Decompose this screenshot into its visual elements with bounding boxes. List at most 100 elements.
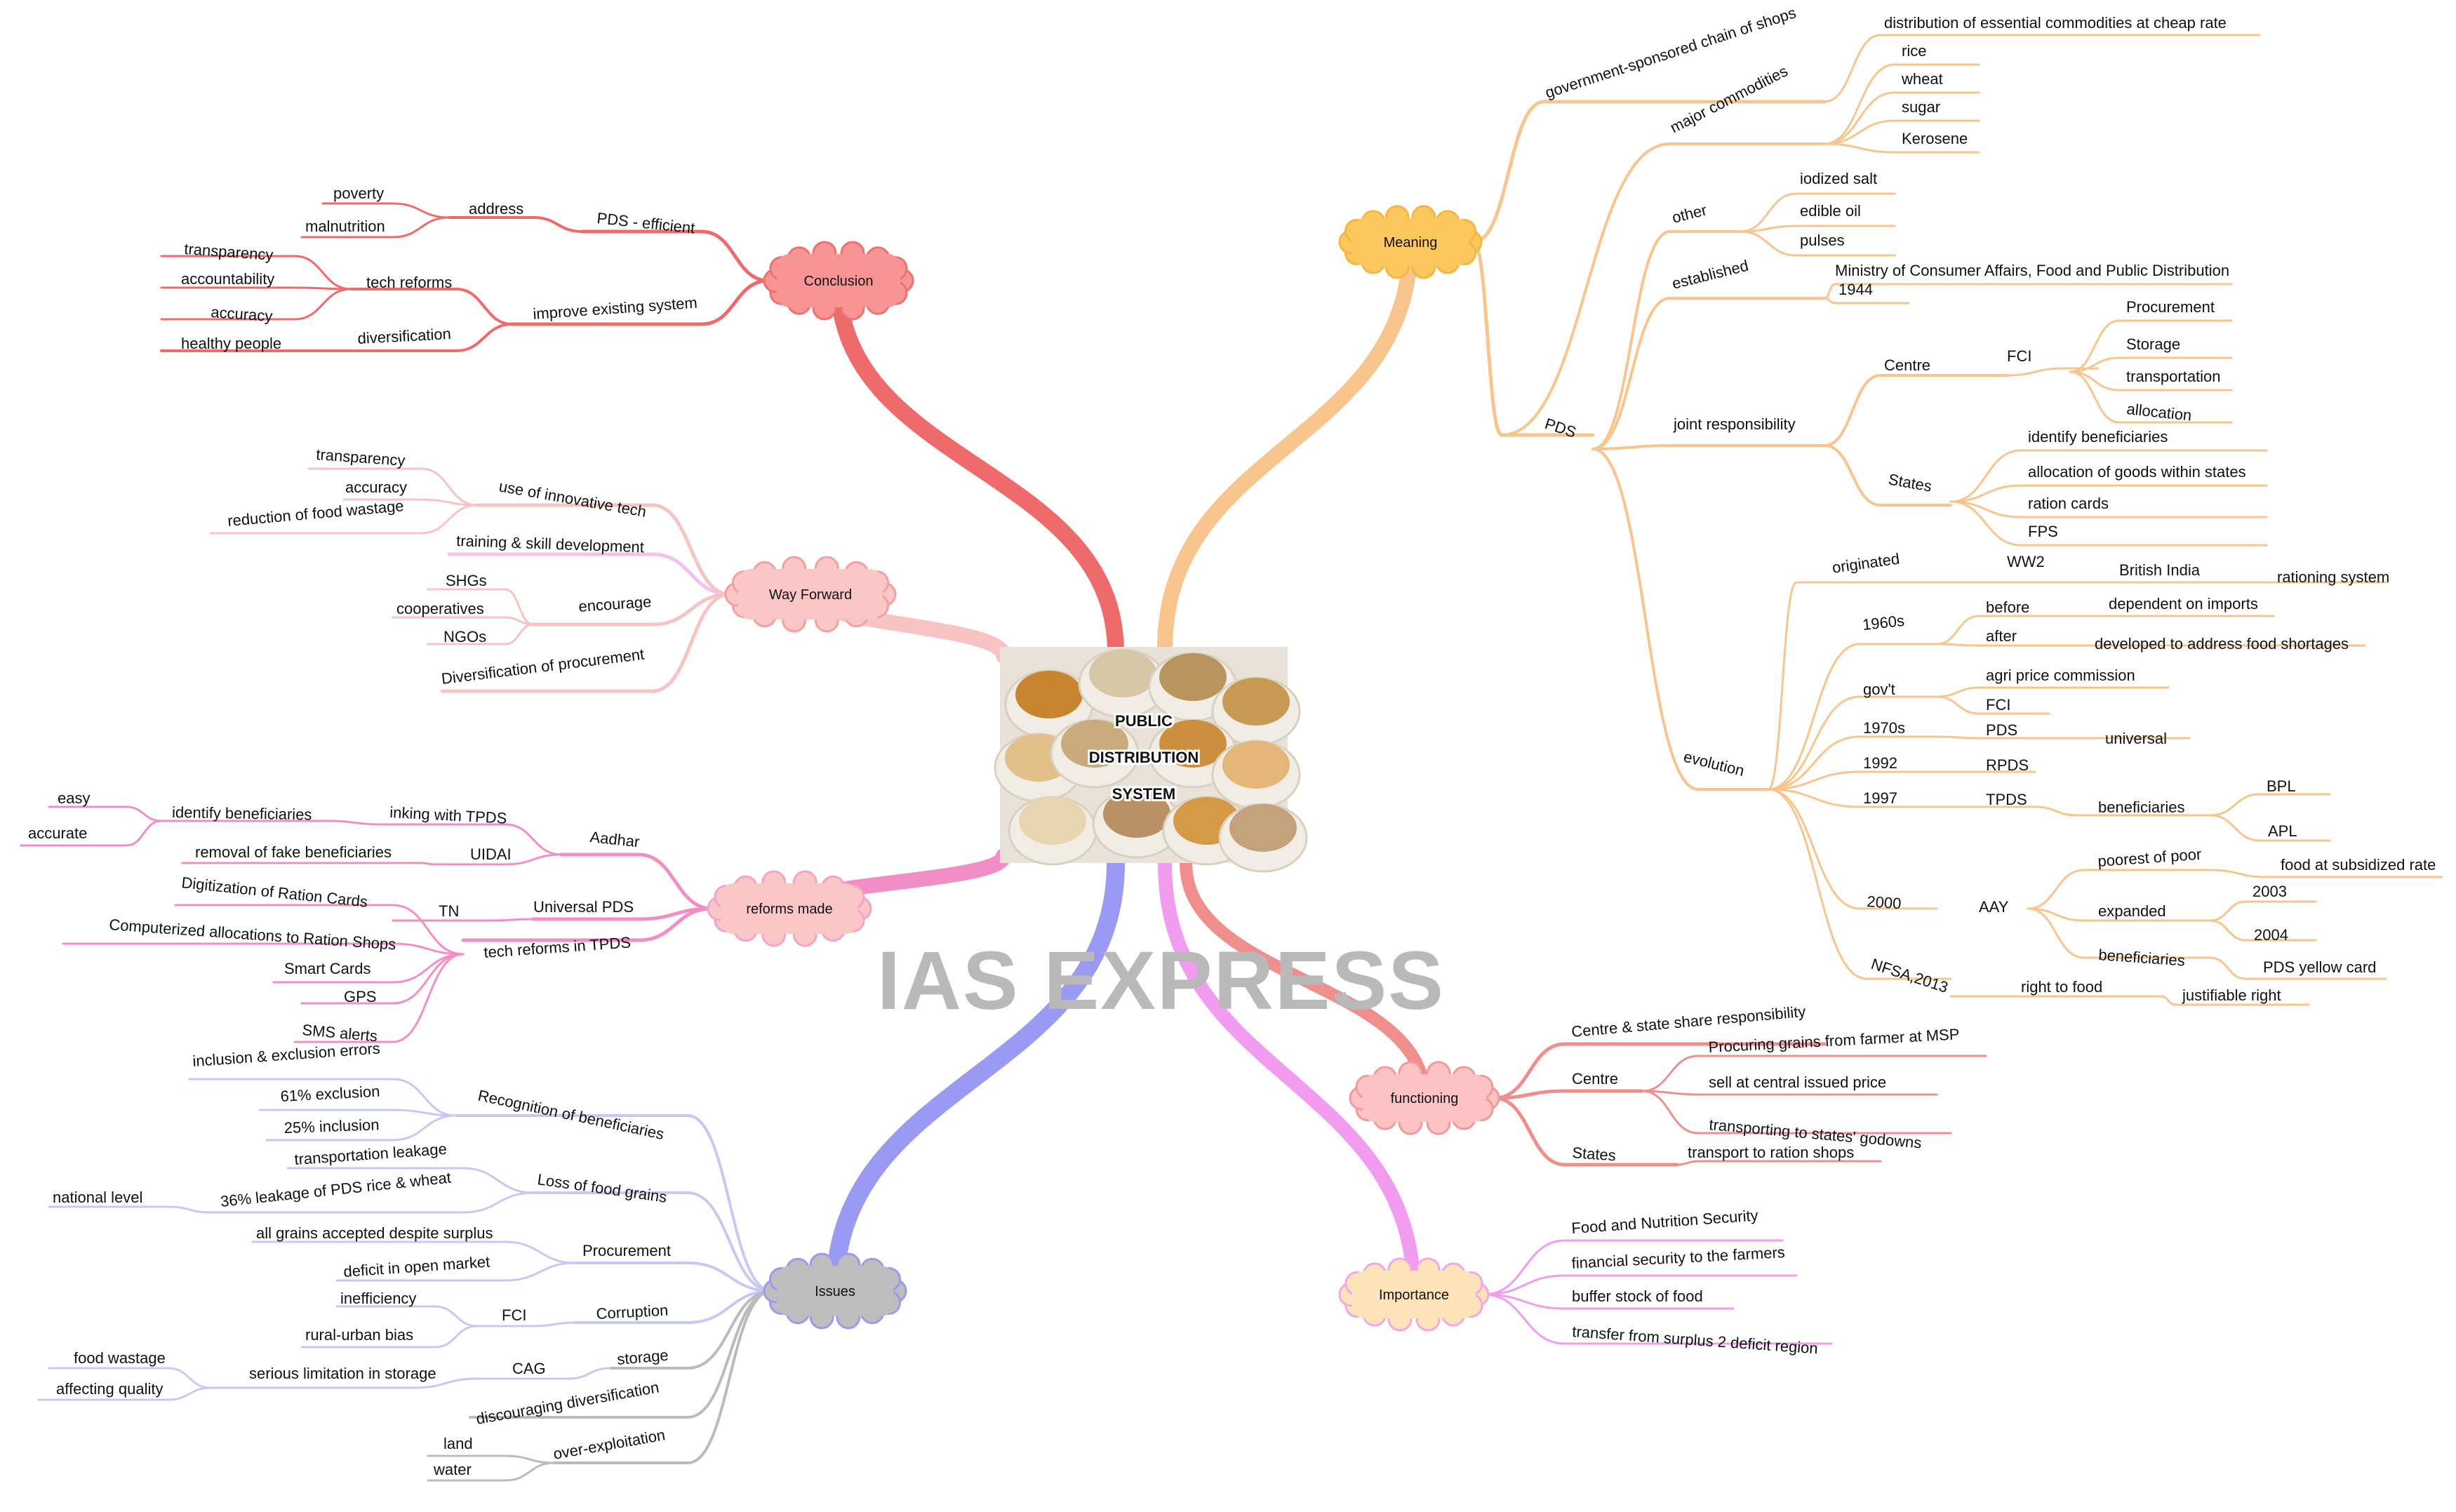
- node-label-gps: GPS: [344, 988, 376, 1005]
- connector-line: [559, 852, 714, 911]
- node-label-poorest-of-poor: poorest of poor: [2097, 845, 2202, 870]
- branch-trunk-importance: [1158, 856, 1421, 1302]
- connector-line: [580, 229, 770, 283]
- node-label-pds-yellow-card: PDS yellow card: [2263, 958, 2376, 976]
- hub-reforms-made[interactable]: reforms made: [707, 870, 872, 947]
- node-label-expanded: expanded: [2098, 902, 2166, 920]
- node-label-deficit-in-open-market: deficit in open market: [343, 1252, 490, 1280]
- node-label-allocation: allocation: [2125, 400, 2192, 424]
- node-label-water: water: [433, 1461, 472, 1478]
- connector-line: [1500, 142, 1826, 436]
- node-label-tech-reforms: tech reforms: [366, 274, 452, 291]
- connector-line: [434, 853, 563, 866]
- hub-functioning[interactable]: functioning: [1349, 1061, 1500, 1135]
- node-label-storage: Storage: [2126, 335, 2180, 353]
- connector-line: [209, 1191, 535, 1214]
- connector-line: [300, 216, 451, 239]
- node-label-smart-cards: Smart Cards: [284, 960, 371, 977]
- connector-line: [1767, 788, 2036, 808]
- node-label-malnutrition: malnutrition: [305, 218, 385, 235]
- node-label-states: States: [1887, 470, 1933, 495]
- node-label-1992: 1992: [1863, 754, 1897, 772]
- node-label-all-grains-accepted-despite-surplus: all grains accepted despite surplus: [256, 1224, 493, 1242]
- node-label-cag: CAG: [512, 1360, 546, 1377]
- node-label-address: address: [469, 200, 523, 218]
- connector-line: [2027, 907, 2212, 922]
- node-label-accuracy: accuracy: [211, 303, 274, 325]
- connector-line: [251, 1240, 577, 1264]
- node-label-transfer-from-surplus-2-deficit-region: transfer from surplus 2 deficit region: [1572, 1323, 1819, 1357]
- node-label-2000: 2000: [1867, 892, 1902, 912]
- node-label-fps: FPS: [2028, 523, 2058, 540]
- node-label-removal-of-fake-beneficiaries: removal of fake beneficiaries: [195, 843, 392, 861]
- connector-line: [1823, 119, 1980, 145]
- connector-line: [2034, 805, 2212, 817]
- connector-line: [188, 1078, 458, 1117]
- node-label-diversification: diversification: [357, 325, 451, 347]
- node-label-over-exploitation: over-exploitation: [552, 1426, 667, 1463]
- connector-line: [300, 953, 465, 1005]
- node-label-edible-oil: edible oil: [1800, 202, 1861, 220]
- connector-line: [160, 255, 352, 290]
- connector-line: [48, 1205, 212, 1214]
- connector-line: [286, 1167, 535, 1194]
- hub-conclusion[interactable]: Conclusion: [763, 241, 914, 321]
- hub-meaning[interactable]: Meaning: [1338, 205, 1483, 279]
- node-label-shgs: SHGs: [446, 572, 487, 589]
- hub-way-forward[interactable]: Way Forward: [724, 556, 897, 633]
- hub-issues[interactable]: Issues: [763, 1252, 907, 1330]
- node-label-healthy-people: healthy people: [181, 335, 281, 352]
- node-label-procurement: Procurement: [582, 1242, 671, 1259]
- connector-line: [160, 819, 380, 826]
- connector-line: [1935, 643, 2366, 647]
- connector-line: [335, 1305, 479, 1327]
- node-label-ww2: WW2: [2007, 553, 2045, 570]
- node-label-improve-existing-system: improve existing system: [533, 294, 698, 323]
- connector-line: [1949, 500, 2268, 519]
- grain-sack-icon: [1015, 671, 1083, 718]
- node-label-evolution: evolution: [1682, 748, 1747, 780]
- connector-line: [181, 862, 436, 866]
- hub-meaning-label: Meaning: [1384, 235, 1438, 250]
- node-label-rationing-system: rationing system: [2277, 568, 2389, 586]
- node-label-distribution-of-essential-commodities-at-cheap-rate: distribution of essential commodities at…: [1884, 14, 2227, 32]
- connector-line: [1767, 788, 1938, 910]
- node-label-36-leakage-of-pds-rice-wheat: 36% leakage of PDS rice & wheat: [220, 1169, 452, 1210]
- connector-line: [531, 592, 732, 627]
- node-label-affecting-quality: affecting quality: [56, 1380, 163, 1398]
- node-label-financial-security-to-the-farmers: financial security to the farmers: [1571, 1243, 1785, 1272]
- node-label-right-to-food: right to food: [2021, 978, 2102, 996]
- node-label-fci: FCI: [2007, 347, 2031, 365]
- node-label-wheat: wheat: [1901, 70, 1943, 88]
- node-label-1960s: 1960s: [1862, 612, 1905, 634]
- connector-line: [160, 288, 352, 321]
- connector-line: [293, 953, 465, 1043]
- node-label-kerosene: Kerosene: [1902, 130, 1968, 147]
- grain-sack-icon: [1222, 678, 1290, 725]
- connector-line: [258, 1109, 458, 1117]
- node-label-before: before: [1986, 598, 2029, 616]
- connector-line: [2209, 793, 2331, 817]
- connector-line: [1823, 297, 1910, 305]
- connector-line: [209, 1377, 479, 1389]
- node-label-25-inclusion: 25% inclusion: [283, 1116, 380, 1137]
- branch-trunk-issues: [826, 854, 1125, 1300]
- connector-line: [1935, 686, 2170, 698]
- connector-line: [1739, 230, 1896, 257]
- node-label-dependent-on-imports: dependent on imports: [2109, 595, 2258, 613]
- connector-line: [455, 1114, 773, 1292]
- node-label-transport-to-ration-shops: transport to ration shops: [1688, 1144, 1854, 1161]
- node-label-ration-cards: ration cards: [2028, 495, 2109, 512]
- connector-line: [2209, 814, 2331, 842]
- node-label-pulses: pulses: [1800, 232, 1845, 249]
- connector-line: [1767, 581, 1938, 791]
- grain-sack-icon: [1061, 720, 1128, 768]
- hub-importance[interactable]: Importance: [1338, 1257, 1490, 1332]
- connector-line: [427, 1461, 556, 1482]
- connector-line: [1591, 297, 1826, 450]
- node-label-rural-urban-bias: rural-urban bias: [305, 1326, 413, 1344]
- node-label-apl: APL: [2268, 822, 2297, 840]
- node-label-other: other: [1670, 201, 1709, 226]
- connector-line: [1823, 444, 1952, 507]
